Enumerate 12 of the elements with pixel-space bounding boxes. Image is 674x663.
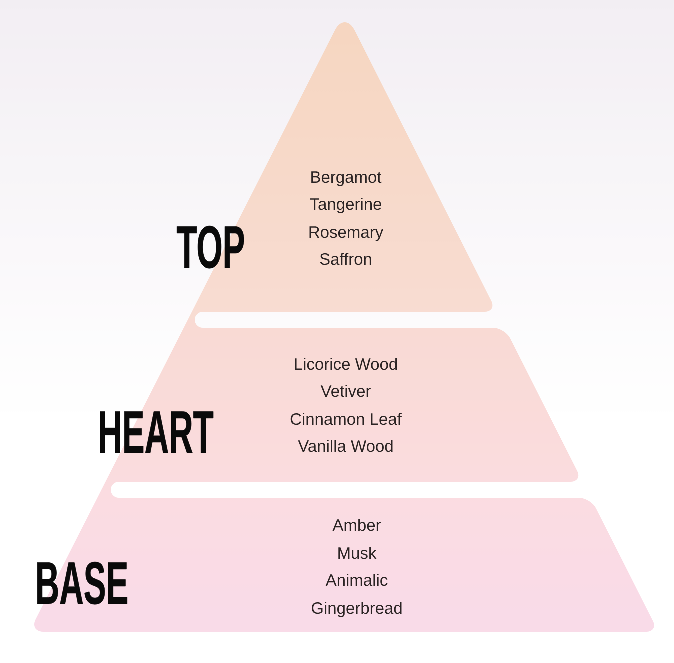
note-text: Amber (332, 519, 382, 532)
note-text: Animalic (326, 574, 388, 586)
note-text: Tangerine (310, 198, 382, 214)
note-text: Rosemary (310, 226, 384, 242)
note-text: Vetiver (320, 385, 371, 398)
note-text: Saffron (320, 253, 372, 266)
note-text: Licorice Wood (295, 358, 398, 370)
note-text: Cinnamon Leaf (290, 413, 402, 426)
note-text: Bergamot (312, 172, 382, 186)
note-text: Gingerbread (312, 602, 402, 618)
note-text: Vanilla Wood (298, 440, 393, 452)
note-text: Musk (338, 547, 377, 560)
